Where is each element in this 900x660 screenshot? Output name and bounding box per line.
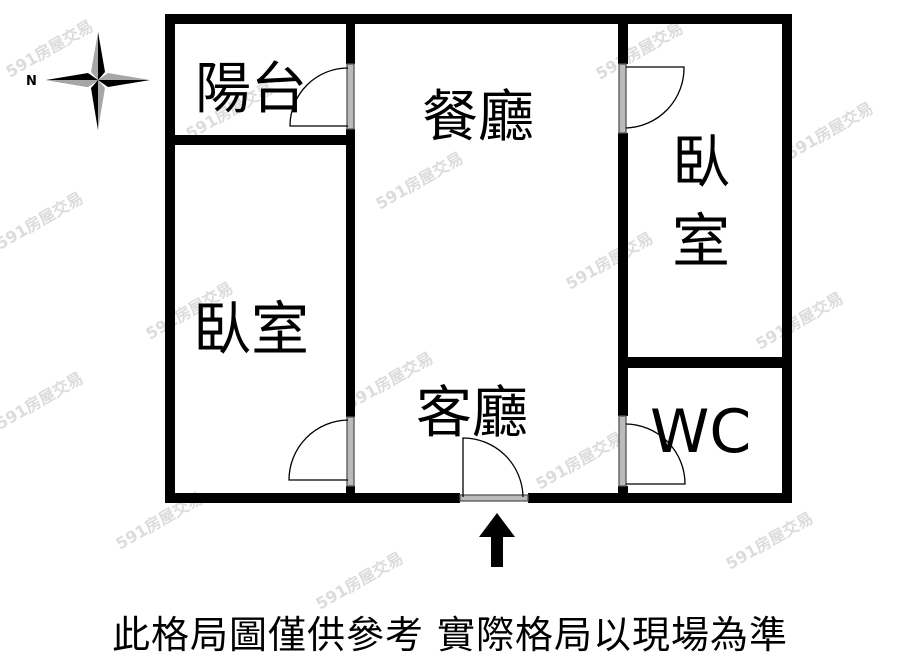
watermark: 591房屋交易 <box>0 368 86 433</box>
disclaimer-text: 此格局圖僅供參考 實際格局以現場為準 <box>111 613 789 657</box>
room-label-bedroom-right-2: 室 <box>672 207 730 275</box>
entrance-arrow-icon <box>479 513 515 567</box>
door-entrance[interactable] <box>459 437 529 502</box>
watermark: 591房屋交易 <box>723 508 817 573</box>
door-balcony[interactable] <box>289 63 355 130</box>
wall-left-inner <box>346 486 355 503</box>
wall-left-inner <box>346 14 355 64</box>
room-label-dining: 餐廳 <box>422 85 534 150</box>
doors <box>288 63 686 502</box>
door-wc[interactable] <box>618 415 686 487</box>
wall-bottom-left <box>165 493 460 503</box>
watermark: 591房屋交易 <box>3 16 97 81</box>
room-label-wc: WC <box>650 397 751 467</box>
wall-balcony-divider <box>165 135 355 145</box>
compass-north-label: N <box>26 74 37 89</box>
watermark: 591房屋交易 <box>753 288 847 353</box>
compass-rose-icon: N <box>26 32 150 130</box>
watermark: 591房屋交易 <box>593 18 687 83</box>
wall-wc-divider <box>618 357 792 368</box>
watermark: 591房屋交易 <box>373 148 467 213</box>
wall-left-inner <box>346 129 355 417</box>
watermark: 591房屋交易 <box>783 98 877 163</box>
walls <box>165 14 792 503</box>
room-label-bedroom-right-1: 臥 <box>672 128 730 196</box>
watermark: 591房屋交易 <box>563 228 657 293</box>
watermark: 591房屋交易 <box>533 428 627 493</box>
room-label-living: 客廳 <box>416 381 528 446</box>
room-label-bedroom-left: 臥室 <box>193 295 309 363</box>
door-bedroom-right[interactable] <box>618 63 685 134</box>
wall-right <box>782 14 792 503</box>
wall-right-inner <box>618 14 628 64</box>
watermark: 591房屋交易 <box>0 188 86 253</box>
door-bedroom-left[interactable] <box>288 416 355 487</box>
room-label-balcony: 陽台 <box>195 57 307 122</box>
wall-bottom-right <box>528 493 792 503</box>
wall-top <box>165 14 792 24</box>
wall-right-inner <box>618 133 628 416</box>
wall-left <box>165 14 175 503</box>
wall-right-inner <box>618 486 628 503</box>
